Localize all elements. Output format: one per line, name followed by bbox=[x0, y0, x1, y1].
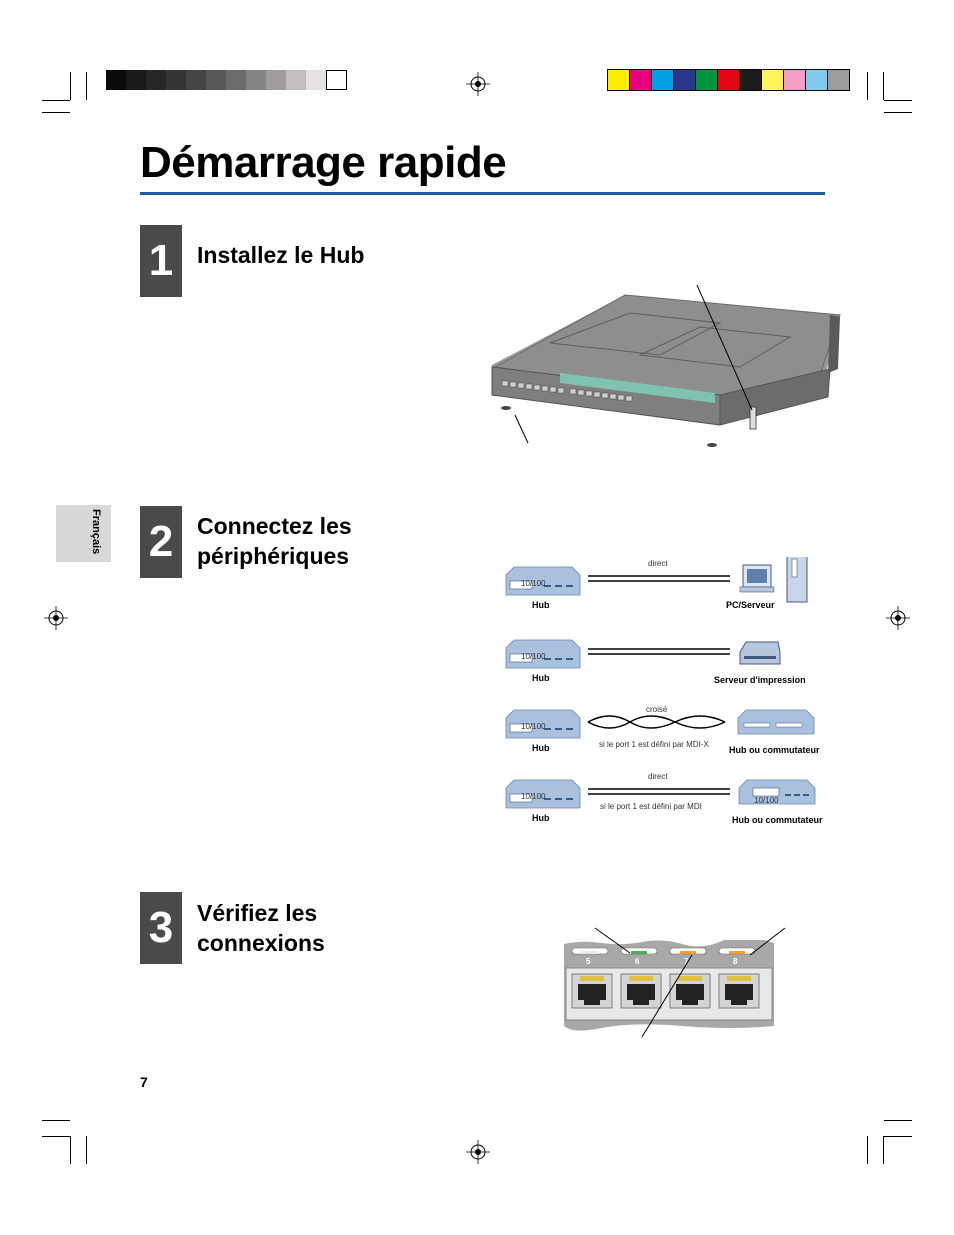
page-number: 7 bbox=[140, 1074, 148, 1090]
step-1-heading-line: Installez le Hub bbox=[197, 242, 365, 268]
gray-swatch bbox=[186, 70, 207, 90]
hub-port-label: 10/100 bbox=[521, 652, 546, 661]
port-number-label: 6 bbox=[635, 957, 640, 966]
left-device-label: Hub bbox=[532, 600, 550, 610]
hub-port-label: 10/100 bbox=[521, 722, 546, 731]
right-device-label: Hub ou commutateur bbox=[732, 815, 823, 825]
switch-icon bbox=[737, 709, 815, 735]
color-swatch bbox=[739, 69, 762, 91]
port-number-label: 8 bbox=[733, 957, 738, 966]
color-swatch bbox=[783, 69, 806, 91]
gray-swatch bbox=[286, 70, 307, 90]
step-2-number: 2 bbox=[140, 506, 182, 578]
color-swatch bbox=[695, 69, 718, 91]
color-swatch bbox=[717, 69, 740, 91]
registration-target-icon bbox=[466, 72, 490, 96]
color-swatch bbox=[827, 69, 850, 91]
color-swatch bbox=[673, 69, 696, 91]
hub-port-label: 10/100 bbox=[521, 792, 546, 801]
crossover-cable bbox=[587, 715, 726, 729]
registration-target-icon bbox=[886, 606, 910, 630]
color-swatch bbox=[629, 69, 652, 91]
right-device-label: PC/Serveur bbox=[726, 600, 775, 610]
color-swatch bbox=[607, 69, 630, 91]
title-rule bbox=[140, 192, 825, 195]
cable-condition-label: si le port 1 est défini par MDI bbox=[600, 802, 702, 811]
hub-port-label: 10/100 bbox=[521, 579, 546, 588]
gray-swatch bbox=[326, 70, 347, 90]
cable-condition-label: si le port 1 est défini par MDI-X bbox=[599, 740, 709, 749]
step-2-heading-line: Connectez les bbox=[197, 513, 352, 539]
gray-swatch bbox=[126, 70, 147, 90]
step-3-number: 3 bbox=[140, 892, 182, 964]
step-1-heading: Installez le Hub bbox=[197, 240, 364, 270]
print-server-icon bbox=[739, 641, 781, 665]
step-3-heading: Vérifiez les connexions bbox=[197, 898, 325, 958]
left-device-label: Hub bbox=[532, 813, 550, 823]
port-panel-illustration: 5 6 7 8 bbox=[562, 940, 777, 1032]
gray-swatch bbox=[146, 70, 167, 90]
left-device-label: Hub bbox=[532, 743, 550, 753]
page-title: Démarrage rapide bbox=[140, 138, 507, 187]
callout-lines bbox=[594, 927, 786, 1038]
port-number-label: 5 bbox=[586, 957, 591, 966]
step-1-number: 1 bbox=[140, 225, 182, 297]
color-swatch bbox=[651, 69, 674, 91]
cable-type-label: direct bbox=[648, 559, 668, 568]
gray-swatch bbox=[246, 70, 267, 90]
registration-target-icon bbox=[466, 1140, 490, 1164]
language-tab-label: Français bbox=[90, 509, 102, 555]
gray-swatch bbox=[106, 70, 127, 90]
step-2-heading-line: périphériques bbox=[197, 543, 350, 569]
registration-target-icon bbox=[44, 606, 68, 630]
gray-swatch bbox=[266, 70, 287, 90]
right-device-label: Serveur d'impression bbox=[714, 675, 806, 685]
gray-swatch bbox=[306, 70, 327, 90]
color-swatch bbox=[761, 69, 784, 91]
gray-swatch bbox=[226, 70, 247, 90]
step-3-heading-line: Vérifiez les bbox=[197, 900, 318, 926]
gray-swatch bbox=[206, 70, 227, 90]
right-device-label: Hub ou commutateur bbox=[729, 745, 820, 755]
port-number-label: 7 bbox=[684, 957, 689, 966]
gray-swatch bbox=[166, 70, 187, 90]
port-panel-graphic bbox=[564, 940, 774, 1031]
hub-device-illustration bbox=[491, 285, 841, 447]
language-tab: Français bbox=[56, 505, 111, 562]
cable-type-label: croisé bbox=[646, 705, 668, 714]
switch-port-label: 10/100 bbox=[754, 796, 779, 805]
step-3-heading-line: connexions bbox=[197, 930, 325, 956]
left-device-label: Hub bbox=[532, 673, 550, 683]
color-swatch bbox=[805, 69, 828, 91]
cable-type-label: direct bbox=[648, 772, 668, 781]
step-2-heading: Connectez les périphériques bbox=[197, 511, 352, 571]
